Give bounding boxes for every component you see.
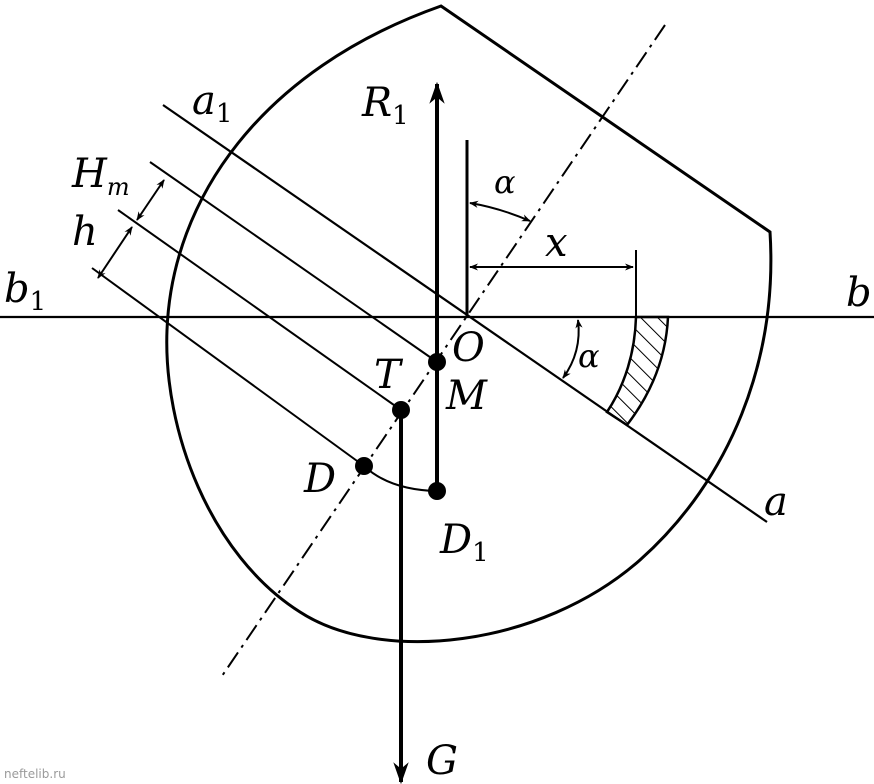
- label-a: a: [764, 479, 788, 525]
- dimension-h: [97, 226, 133, 279]
- label-m: M: [445, 373, 488, 419]
- hull-outline: [165, 4, 773, 644]
- label-hm: Hm: [71, 151, 130, 201]
- point-m: [428, 353, 446, 371]
- dimension-hm: [136, 179, 165, 221]
- parallel-line-d: [91, 267, 365, 467]
- parallel-line-hm: [149, 161, 438, 363]
- label-d1: D1: [439, 517, 489, 568]
- label-t: T: [374, 352, 404, 398]
- label-x: x: [545, 220, 568, 266]
- point-t: [392, 401, 410, 419]
- label-alpha-top: α: [494, 163, 516, 201]
- angle-arc-side: [562, 319, 583, 379]
- label-o: O: [452, 325, 485, 371]
- label-a1: a1: [192, 78, 232, 129]
- waterline-a1-a: [162, 104, 768, 523]
- label-d: D: [303, 456, 336, 502]
- hatched-wedge: [605, 315, 670, 427]
- label-b: b: [846, 270, 872, 316]
- parallel-line-t: [117, 209, 402, 411]
- angle-arc-top: [469, 200, 531, 222]
- label-h: h: [72, 209, 98, 255]
- label-r1: R1: [361, 80, 409, 131]
- point-d: [355, 457, 373, 475]
- point-d1: [428, 482, 446, 500]
- label-g: G: [426, 738, 458, 784]
- watermark: neftelib.ru: [4, 767, 66, 781]
- label-b1: b1: [4, 266, 46, 317]
- label-alpha-side: α: [578, 337, 600, 375]
